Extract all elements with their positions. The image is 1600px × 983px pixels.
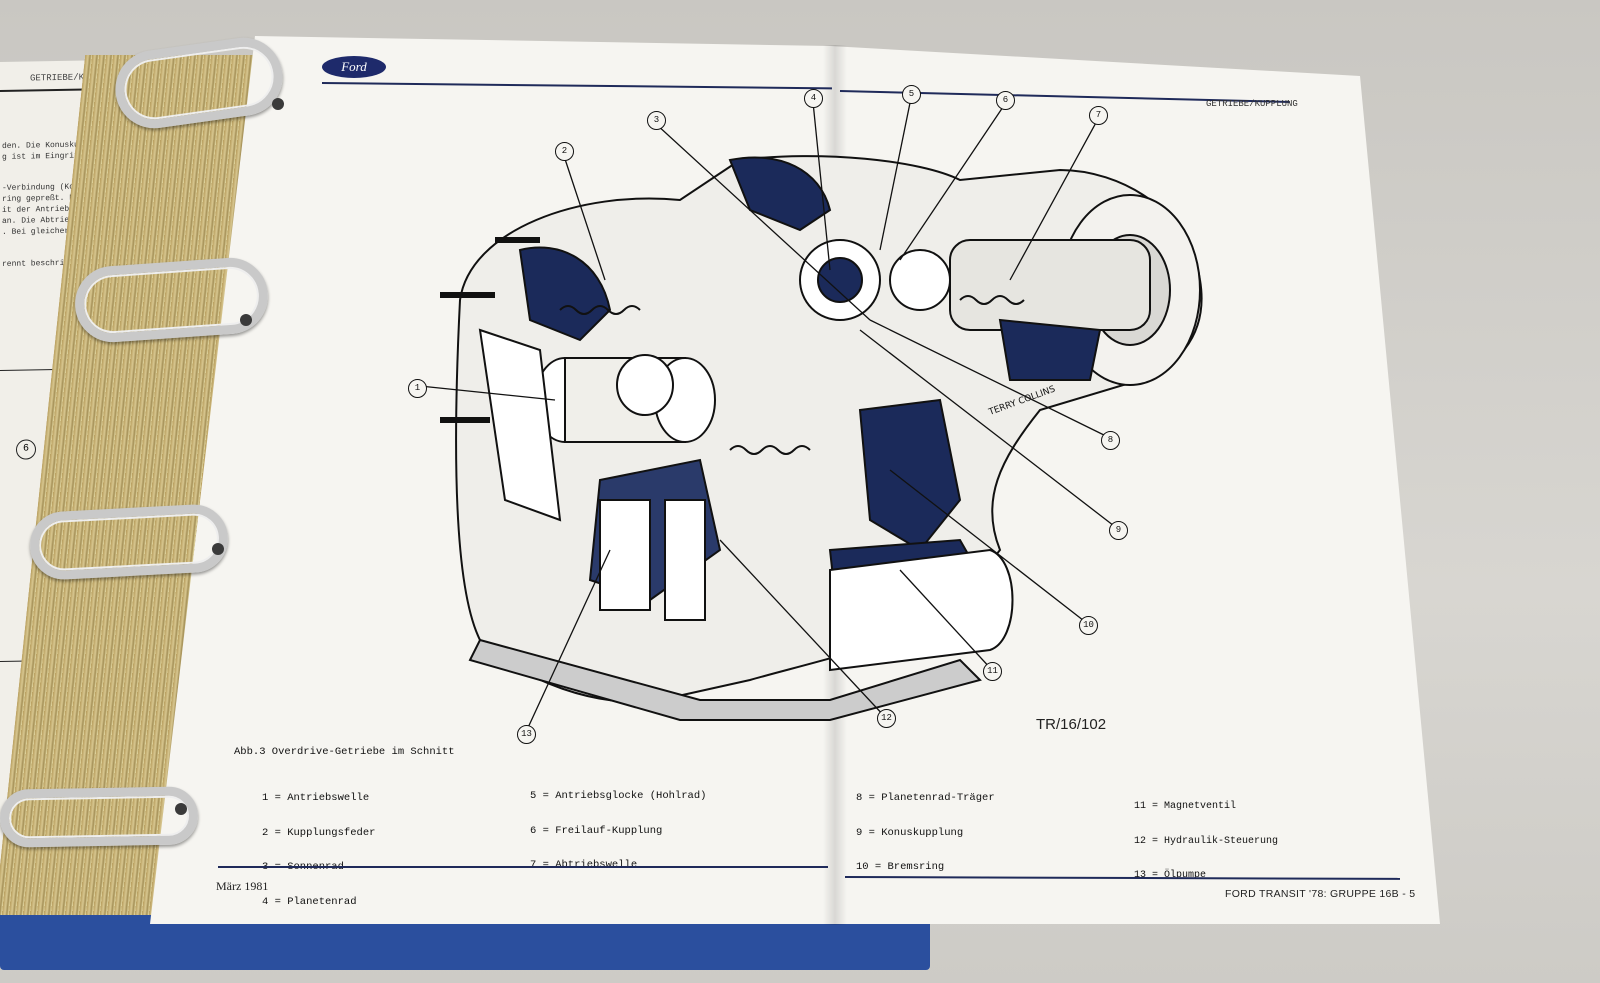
callout-4: 4 xyxy=(804,89,823,108)
callout-5: 5 xyxy=(902,85,921,104)
legend-item: 1 = Antriebswelle xyxy=(262,792,370,804)
legend-item: 12 = Hydraulik-Steuerung xyxy=(1134,835,1279,847)
callout-7: 7 xyxy=(1089,106,1108,125)
legend-item: 5 = Antriebsglocke (Hohlrad) xyxy=(530,790,707,802)
figure-caption: Abb.3 Overdrive-Getriebe im Schnitt xyxy=(234,746,455,758)
punch-hole-2 xyxy=(240,314,252,326)
legend-item: 4 = Planetenrad xyxy=(262,895,357,908)
legend-column-2: 5 = Antriebsglocke (Hohlrad) 6 = Freilau… xyxy=(530,768,706,883)
legend-item: 8 = Planetenrad-Träger xyxy=(856,792,995,804)
callout-3: 3 xyxy=(647,111,666,130)
callout-2: 2 xyxy=(555,142,574,161)
callout-13: 13 xyxy=(517,725,536,744)
binder-ring-3 xyxy=(28,502,230,582)
legend-item: 6 = Freilauf-Kupplung xyxy=(530,824,663,837)
punch-hole-3 xyxy=(212,543,224,555)
legend-item: 2 = Kupplungsfeder xyxy=(262,826,376,839)
overdrive-cutaway-diagram: TERRY COLLINS xyxy=(419,97,1203,733)
footer-page-reference: FORD TRANSIT '78: GRUPPE 16B - 5 xyxy=(1225,888,1416,900)
legend-column-3: 8 = Planetenrad-Träger 9 = Konuskupplung… xyxy=(856,770,995,885)
punch-hole-4 xyxy=(175,803,187,815)
binder-ring-2 xyxy=(72,255,271,345)
legend-item: 9 = Konuskupplung xyxy=(856,826,964,839)
legend-item: 7 = Abtriebswelle xyxy=(530,859,638,871)
legend-item: 13 = Ölpumpe xyxy=(1134,870,1207,881)
callout-6: 6 xyxy=(996,91,1015,110)
binder-ring-4 xyxy=(0,786,199,848)
callout-1: 1 xyxy=(408,379,427,398)
legend-column-1: 1 = Antriebswelle 2 = Kupplungsfeder 3 =… xyxy=(262,770,375,920)
figure-code: TR/16/102 xyxy=(1036,716,1107,733)
legend-item: 10 = Bremsring xyxy=(856,861,945,873)
ford-logo: Ford xyxy=(322,56,386,78)
footer-rule-left xyxy=(218,866,828,868)
legend-column-4: 11 = Magnetventil 12 = Hydraulik-Steueru… xyxy=(1134,778,1278,893)
footer-date: März 1981 xyxy=(216,879,269,893)
callout-12: 12 xyxy=(877,709,896,728)
callout-8: 8 xyxy=(1101,431,1120,450)
callout-11: 11 xyxy=(983,662,1002,681)
section-header: GETRIEBE/KUPPLUNG xyxy=(1206,99,1298,109)
punch-hole-1 xyxy=(272,98,284,110)
legend-item: 11 = Magnetventil xyxy=(1134,801,1237,812)
callout-10: 10 xyxy=(1079,616,1098,635)
callout-9: 9 xyxy=(1109,521,1128,540)
